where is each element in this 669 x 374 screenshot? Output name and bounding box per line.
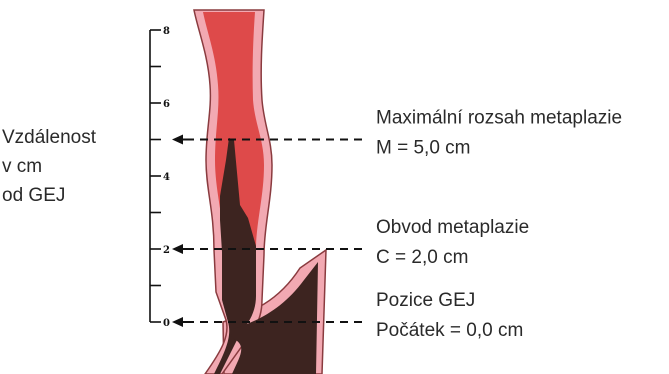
scale-tick-label: 0 [163,318,170,329]
marker-arrowhead [172,317,183,327]
scale-tick-label: 2 [163,245,170,256]
distance-scale: 0 2 4 6 8 [150,26,170,329]
axis-title: Vzdálenost v cm od GEJ [2,127,101,206]
marker-label-title: Obvod metaplazie [376,217,529,238]
marker-label-value: C = 2,0 cm [376,247,468,268]
marker-label-title: Pozice GEJ [376,290,475,311]
axis-title-line-3: od GEJ [2,185,65,206]
marker-label-value: Počátek = 0,0 cm [376,320,523,341]
scale-tick-label: 8 [163,26,170,37]
marker-arrowhead [172,244,183,254]
marker-arrowhead [172,135,183,145]
axis-title-line-1: Vzdálenost [2,127,97,148]
marker-label-title: Maximální rozsah metaplazie [376,108,622,129]
scale-tick-label: 6 [163,99,170,110]
esophagus-illustration [194,10,326,374]
marker-label-value: M = 5,0 cm [376,138,471,159]
scale-tick-label: 4 [163,172,170,183]
axis-title-line-2: v cm [2,156,42,177]
